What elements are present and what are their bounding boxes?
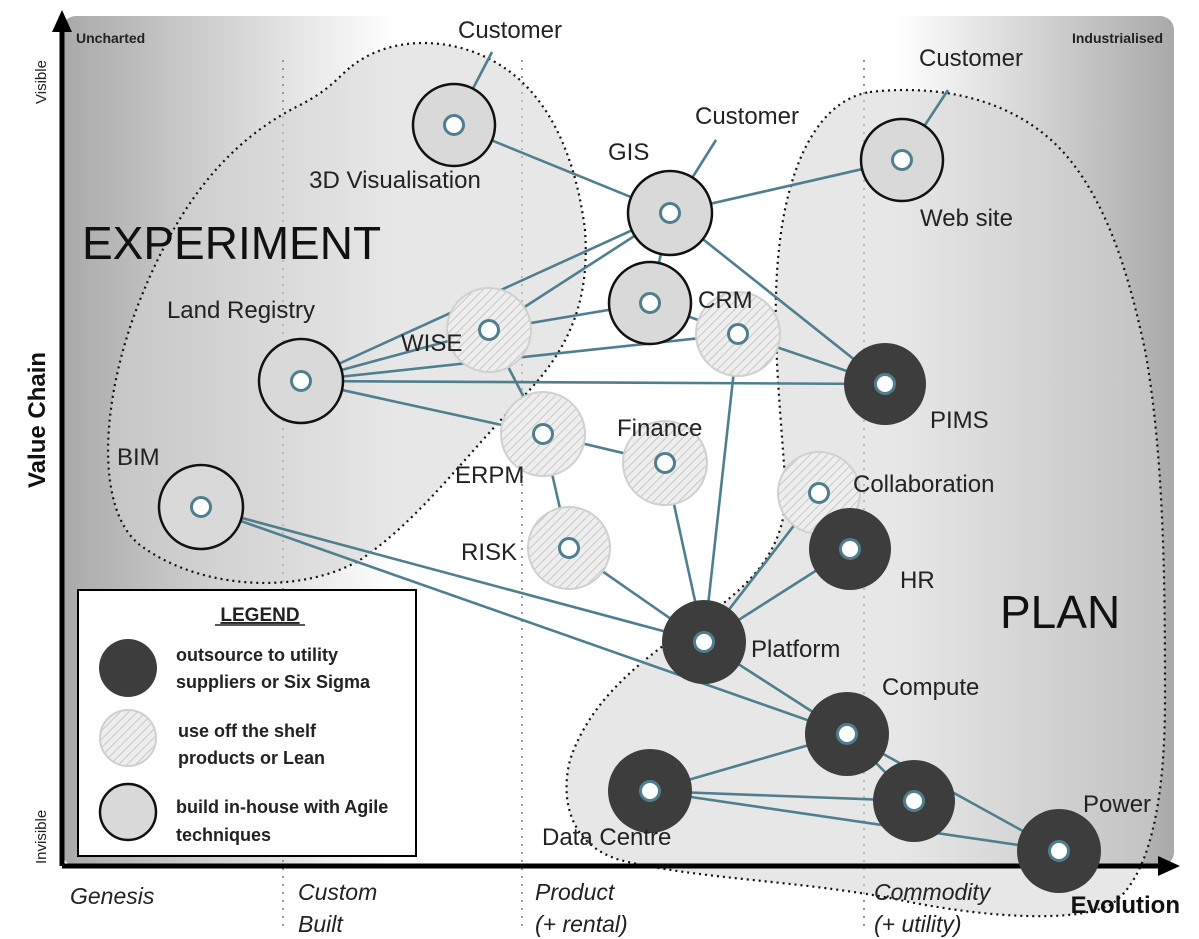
legend-shelf-swatch <box>99 709 157 767</box>
link-bim-compute <box>200 505 848 736</box>
label-pims: PIMS <box>930 407 989 434</box>
stage-commodity-line2: (+ utility) <box>874 911 962 937</box>
axes <box>52 10 1180 876</box>
node-marker-compute <box>836 723 858 745</box>
node-marker-platform <box>693 631 715 653</box>
legend-shelf-line1: use off the shelf <box>178 721 317 741</box>
nodes <box>157 82 1101 893</box>
node-marker-collab <box>808 482 830 504</box>
stage-custom-line1: Custom <box>298 879 377 905</box>
x-axis-title: Evolution <box>1071 892 1180 919</box>
label-gis: GIS <box>608 139 649 166</box>
node-marker-hr <box>839 538 861 560</box>
y-axis-title: Value Chain <box>24 352 51 488</box>
legend-build-swatch <box>98 782 158 842</box>
stage-labels: Genesis Custom Built Product (+ rental) … <box>70 879 992 937</box>
node-marker-viz3d <box>443 114 465 136</box>
legend-title: LEGEND <box>220 605 299 626</box>
node-marker-power <box>1048 840 1070 862</box>
experiment-label: EXPERIMENT <box>82 217 381 269</box>
link-bim-platform <box>200 505 705 644</box>
label-compute: Compute <box>882 674 979 701</box>
plan-label: PLAN <box>1000 586 1120 638</box>
label-customer_a: Customer <box>458 17 562 44</box>
stage-genesis-line1: Genesis <box>70 883 155 909</box>
node-marker-risk <box>558 537 580 559</box>
node-marker-crm_inner <box>639 292 661 314</box>
label-land: Land Registry <box>167 297 315 324</box>
y-axis-bottom-label: Invisible <box>33 810 50 864</box>
corner-label-uncharted: Uncharted <box>76 30 145 46</box>
label-erpm: ERPM <box>455 462 524 489</box>
x-axis-arrow <box>1158 856 1180 876</box>
node-marker-pims <box>874 373 896 395</box>
plan-region <box>565 88 1167 918</box>
node-marker-finance <box>654 452 676 474</box>
legend-utility-swatch <box>99 639 157 697</box>
legend: LEGEND outsource to utility suppliers or… <box>77 589 417 857</box>
node-marker-crm <box>727 323 749 345</box>
label-platform: Platform <box>751 636 840 663</box>
legend-utility-line1: outsource to utility <box>176 645 338 665</box>
node-marker-mid_power <box>903 790 925 812</box>
node-marker-land <box>290 370 312 392</box>
stage-custom-line2: Built <box>298 911 344 937</box>
label-collab: Collaboration <box>853 471 994 498</box>
link-gis-pims <box>669 211 886 386</box>
label-datacentre: Data Centre <box>542 824 671 851</box>
stage-commodity-line1: Commodity <box>874 879 992 905</box>
label-customer_b: Customer <box>695 103 799 130</box>
label-finance: Finance <box>617 415 702 442</box>
link-datacentre-power <box>649 789 1060 853</box>
label-viz3d: 3D Visualisation <box>309 167 481 194</box>
y-axis-top-label: Visible <box>33 60 50 104</box>
y-axis-arrow <box>52 10 72 32</box>
label-hr: HR <box>900 567 935 594</box>
stage-product-line1: Product <box>535 879 616 905</box>
node-marker-datacentre <box>639 780 661 802</box>
label-bim: BIM <box>117 444 160 471</box>
experiment-region <box>107 41 587 585</box>
link-datacentre-mid_power <box>649 789 915 803</box>
label-customer_c: Customer <box>919 45 1023 72</box>
legend-shelf-line2: products or Lean <box>178 748 325 768</box>
link-land-pims <box>300 379 886 386</box>
label-wise: WISE <box>401 330 462 357</box>
label-crm: CRM <box>698 287 753 314</box>
corner-label-industrialised: Industrialised <box>1072 30 1163 46</box>
legend-build-line2: techniques <box>176 825 271 845</box>
label-power: Power <box>1083 791 1151 818</box>
node-marker-bim <box>190 496 212 518</box>
stage-product-line2: (+ rental) <box>535 911 628 937</box>
node-marker-gis <box>659 202 681 224</box>
legend-utility-line2: suppliers or Six Sigma <box>176 672 371 692</box>
label-risk: RISK <box>461 539 517 566</box>
link-crm-platform <box>702 333 740 643</box>
label-website: Web site <box>920 205 1013 232</box>
node-marker-website <box>891 149 913 171</box>
legend-build-line1: build in-house with Agile <box>176 797 388 817</box>
node-marker-erpm <box>532 423 554 445</box>
node-marker-wise <box>478 319 500 341</box>
